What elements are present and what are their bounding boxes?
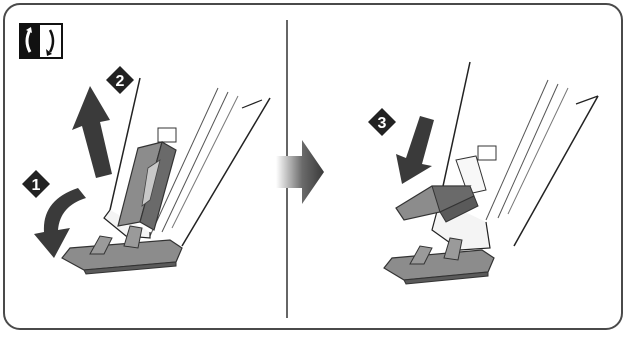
- step-number-1: 1: [32, 177, 41, 194]
- presser-foot-lever-icon: [20, 24, 62, 58]
- step-number-2: 2: [116, 73, 125, 90]
- holder-clip: [478, 146, 496, 160]
- holder-clip: [158, 128, 176, 142]
- step-number-3: 3: [378, 115, 387, 132]
